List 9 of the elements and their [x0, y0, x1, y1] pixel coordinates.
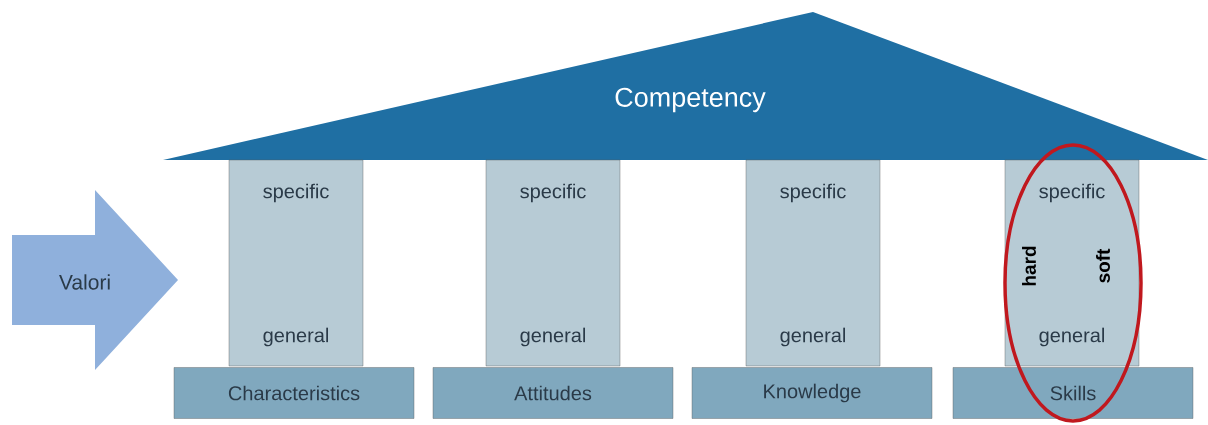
pillar: specific general [485, 159, 621, 367]
pillar-base: Skills [952, 367, 1194, 419]
pillar: specific general hard soft [1004, 159, 1140, 367]
pillar-base: Attitudes [432, 367, 674, 419]
roof: Competency [163, 12, 1208, 160]
pillar-base: Knowledge [691, 367, 933, 419]
pillar: specific general [228, 159, 364, 367]
pillar-base: Characteristics [173, 367, 415, 419]
pillar: specific general [745, 159, 881, 367]
